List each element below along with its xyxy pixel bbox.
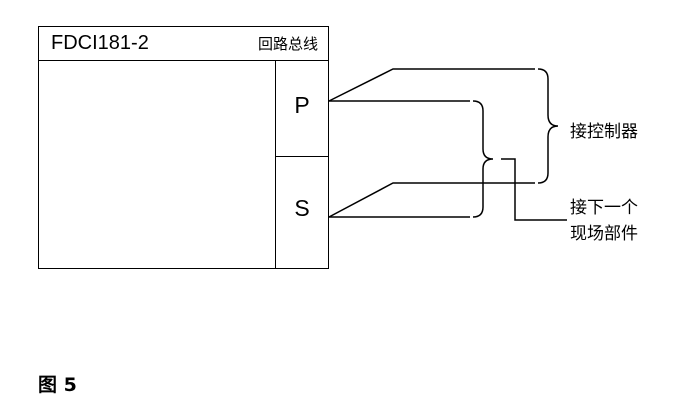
figure-caption: 图 5 (38, 374, 77, 396)
next-device-leader (501, 158, 567, 221)
terminal-p-label: P (294, 92, 310, 118)
to-controller-label: 接控制器 (570, 122, 638, 142)
module-box: FDCI181-2 回路总线 P S (38, 26, 329, 269)
to-next-device-label: 接下一个 现场部件 (570, 198, 638, 244)
p-wire-to-controller (328, 68, 535, 102)
s-wire-to-controller (328, 182, 535, 218)
next-device-brace (472, 100, 494, 218)
loop-bus-label: 回路总线 (257, 35, 318, 53)
controller-brace (537, 68, 559, 184)
terminal-divider (276, 156, 328, 157)
module-model-name: FDCI181-2 (51, 32, 149, 54)
terminal-column: P S (275, 61, 328, 268)
module-header: FDCI181-2 回路总线 (39, 27, 328, 61)
terminal-s-label: S (294, 195, 310, 221)
